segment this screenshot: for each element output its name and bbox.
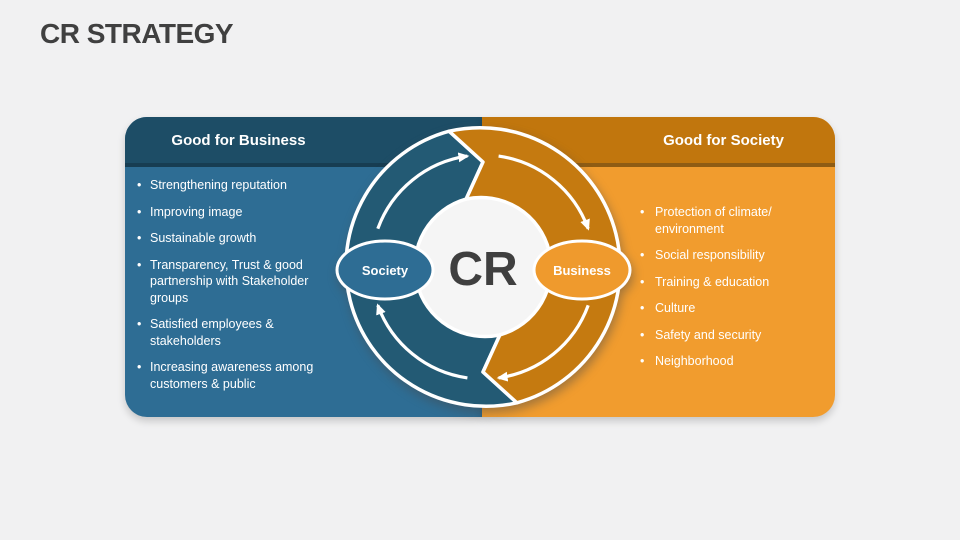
society-node-label: Society bbox=[362, 263, 409, 278]
list-item: Increasing awareness among customers & p… bbox=[137, 359, 335, 392]
list-item: Safety and security bbox=[640, 327, 775, 344]
list-item: Training & education bbox=[640, 274, 775, 291]
cr-cycle-diagram: Society Business CR bbox=[335, 125, 632, 409]
list-item: Social responsibility bbox=[640, 247, 775, 264]
good-for-society-header-label: Good for Society bbox=[663, 131, 784, 149]
list-item: Strengthening reputation bbox=[137, 177, 335, 194]
cycle-arrow-bottom-left bbox=[376, 303, 468, 380]
list-item: Culture bbox=[640, 300, 775, 317]
slide-title: CR STRATEGY bbox=[40, 18, 234, 49]
list-item: Improving image bbox=[137, 204, 335, 221]
society-node bbox=[335, 239, 435, 301]
list-item: Protection of climate/ environment bbox=[640, 204, 775, 237]
cr-center-label: CR bbox=[448, 243, 517, 296]
list-item: Sustainable growth bbox=[137, 230, 335, 247]
cycle-arrow-bottom-right bbox=[496, 304, 590, 382]
list-item: Satisfied employees & stakeholders bbox=[137, 316, 335, 349]
society-benefits-list: Protection of climate/ environment Socia… bbox=[640, 204, 775, 380]
business-node bbox=[532, 239, 632, 301]
list-item: Neighborhood bbox=[640, 353, 775, 370]
good-for-business-header-label: Good for Business bbox=[171, 131, 306, 149]
cycle-arrow-top-right bbox=[498, 154, 590, 231]
business-benefits-list: Strengthening reputation Improving image… bbox=[137, 177, 335, 402]
cycle-arrow-top-left bbox=[376, 152, 470, 230]
list-item: Transparency, Trust & good partnership w… bbox=[137, 257, 335, 307]
center-circle bbox=[413, 197, 553, 337]
business-node-label: Business bbox=[553, 263, 611, 278]
